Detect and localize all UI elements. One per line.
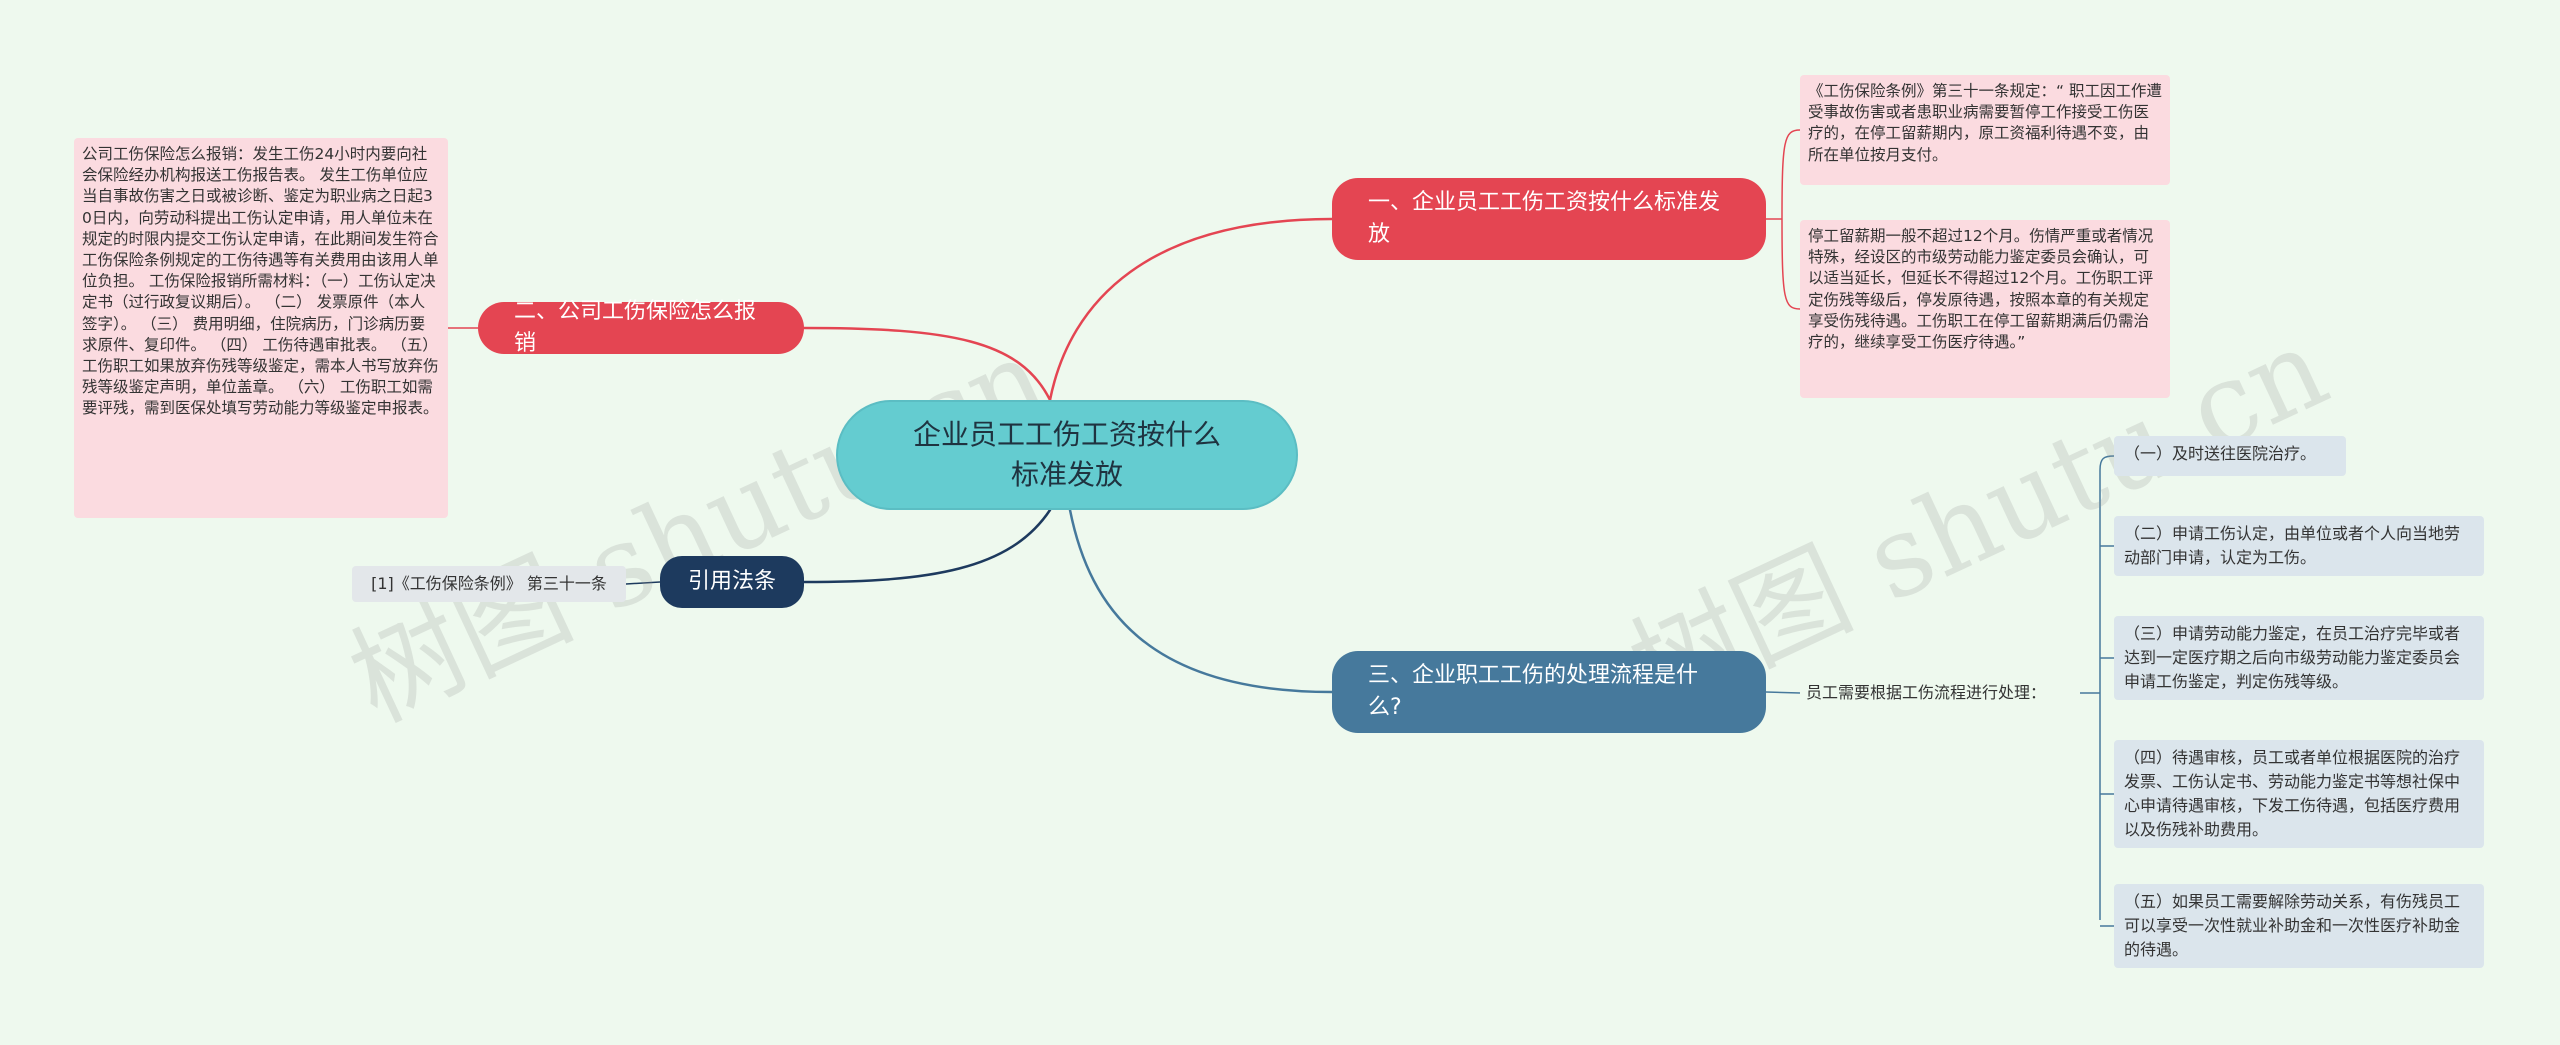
branch-cited-law[interactable]: 引用法条 — [660, 556, 804, 608]
process-step-1[interactable]: （一）及时送往医院治疗。 — [2114, 436, 2346, 476]
note-suspension-period[interactable]: 停工留薪期一般不超过12个月。伤情严重或者情况特殊，经设区的市级劳动能力鉴定委员… — [1800, 220, 2170, 398]
central-topic[interactable]: 企业员工工伤工资按什么标准发放 — [836, 400, 1298, 510]
reference-item[interactable]: [1]《工伤保险条例》 第三十一条 — [352, 566, 626, 602]
link-center-b3 — [1068, 508, 1334, 694]
link-process-steps — [2080, 455, 2115, 927]
process-step-4[interactable]: （四）待遇审核，员工或者单位根据医院的治疗发票、工伤认定书、劳动能力鉴定书等想社… — [2114, 740, 2484, 848]
branch-wage-standard[interactable]: 一、企业员工工伤工资按什么标准发放 — [1332, 178, 1766, 260]
process-intro[interactable]: 员工需要根据工伤流程进行处理： — [1806, 683, 2047, 702]
process-step-5[interactable]: （五）如果员工需要解除劳动关系，有伤残员工可以享受一次性就业补助金和一次性医疗补… — [2114, 884, 2484, 968]
link-center-b1 — [1048, 217, 1334, 402]
link-b3-process — [1765, 691, 1801, 694]
link-center-b2 — [802, 326, 1052, 402]
process-step-2[interactable]: （二）申请工伤认定，由单位或者个人向当地劳动部门申请，认定为工伤。 — [2114, 516, 2484, 576]
link-b4-ref — [625, 581, 661, 585]
note-reimbursement-details[interactable]: 公司工伤保险怎么报销：发生工伤24小时内要向社会保险经办机构报送工伤报告表。 发… — [74, 138, 448, 518]
branch-handling-process[interactable]: 三、企业职工工伤的处理流程是什么? — [1332, 651, 1766, 733]
link-center-b4 — [802, 508, 1052, 584]
branch-insurance-reimbursement[interactable]: 二、公司工伤保险怎么报销 — [478, 299, 804, 356]
note-regulation-article-31[interactable]: 《工伤保险条例》第三十一条规定：“ 职工因工作遭受事故伤害或者患职业病需要暂停工… — [1800, 75, 2170, 185]
process-step-3[interactable]: （三）申请劳动能力鉴定，在员工治疗完毕或者达到一定医疗期之后向市级劳动能力鉴定委… — [2114, 616, 2484, 700]
link-b1-notes — [1766, 129, 1801, 310]
